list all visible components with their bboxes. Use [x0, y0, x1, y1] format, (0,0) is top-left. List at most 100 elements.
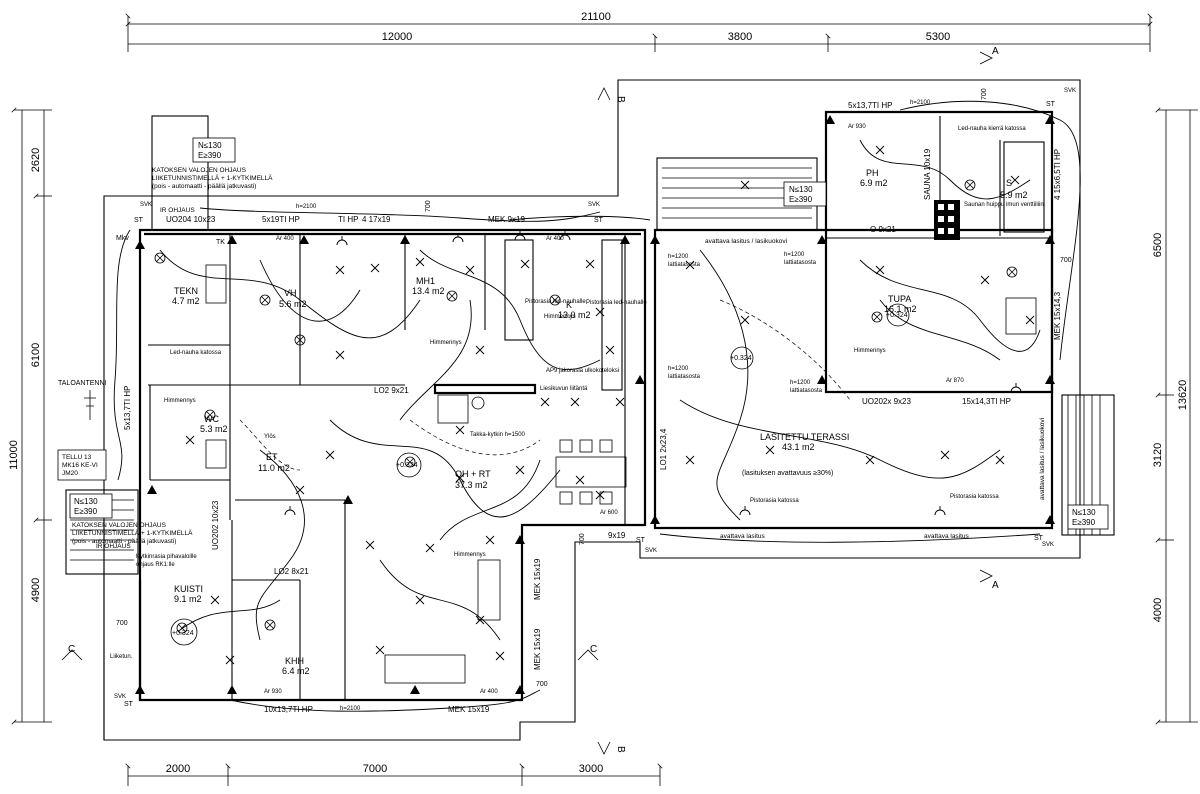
glazing-label: avattava lasitus / lasikuokovi	[705, 238, 787, 245]
height-label: h=2100	[910, 100, 931, 106]
window-label: MEK 9x19	[488, 215, 525, 224]
room-name-khh: KHH	[285, 656, 304, 666]
junction-box-label: AP9 jakorasia ulkokoteloksi	[546, 368, 619, 374]
note-text: LIIKETUNNISTIMELLÄ + 1-KYTKIMELLÄ	[72, 529, 193, 537]
room-name-mh1: MH1	[416, 276, 435, 286]
room-area-vh: 5.6 m2	[279, 299, 307, 309]
st-label: ST	[134, 217, 144, 224]
energy-box-1: N≤130 E≥390	[192, 137, 236, 163]
room-name-wc: WC	[204, 414, 219, 424]
door-width-label: Ar 600	[600, 510, 618, 516]
door-width-label: Ar 870	[946, 378, 964, 384]
fireplace-switch-label: Takka-kytkin h=1500	[470, 432, 526, 438]
room-labels: MH1 13.4 m2 K 13.0 m2 VH 5.6 m2 TEKN 4.7…	[172, 168, 1028, 676]
right-dimensions: 13620 6500 3120 4000	[1152, 107, 1198, 725]
room-name-oh-rt: OH + RT	[455, 469, 491, 479]
room-area-wc: 5.3 m2	[200, 424, 228, 434]
carport-light-note-2: KATOKSEN VALOJEN OHJAUS LIIKETUNNISTIMEL…	[72, 522, 193, 545]
room-name-k: K	[566, 300, 572, 310]
note-text: KATOKSEN VALOJEN OHJAUS	[152, 167, 247, 174]
dim-left-total: 11000	[8, 440, 20, 470]
energy-ns-1: N≤130	[198, 141, 222, 150]
energy-es-4: E≥390	[1072, 518, 1096, 527]
section-mark-b-bottom: B	[615, 746, 626, 753]
door-width-label: Ar 930	[848, 124, 866, 130]
distance-label: 700	[116, 620, 128, 627]
window-label: UO202 10x23	[211, 500, 220, 550]
height-label: h=1200	[784, 252, 805, 258]
roof-outline	[103, 79, 1081, 741]
window-label: 5x19TI HP	[262, 215, 300, 224]
socket-label: Pistorasia led-nauhalle	[525, 299, 586, 305]
section-mark-a-top: A	[992, 46, 999, 57]
sauna-vent-label: Saunan huippu imun venttiiliin	[964, 202, 1044, 208]
dim-top-seg-1: 12000	[382, 31, 413, 43]
room-name-vh: VH	[284, 288, 297, 298]
room-area-tupa: 16.1 m2	[884, 304, 917, 314]
window-label: 9x19	[608, 531, 626, 540]
tellu-line-3: JM20	[62, 470, 78, 477]
floor-level-label: lattiatasosta	[668, 262, 701, 268]
annotations: IR OHJAUS IR OHJAUS avattava lasitus / l…	[96, 88, 1076, 712]
window-label: MEK 15x19	[533, 628, 542, 670]
tellu-line-2: MK16 KE-VI	[62, 462, 98, 469]
note-text: (pois - automaatti - päällä jatkuvasti)	[72, 538, 176, 545]
window-label: MEK 15x19	[448, 705, 490, 714]
antenna-label: TALOANTENNI	[58, 380, 107, 387]
socket-label: Pistorasia katossa	[750, 498, 799, 504]
section-mark-b-top: B	[615, 96, 626, 103]
window-label: LO2 9x21	[374, 386, 409, 395]
motion-sensor-label: Liiketun.	[110, 654, 133, 660]
glazing-label: avattava lasitus / lasikuokovi	[1039, 418, 1046, 500]
main-building-walls	[138, 115, 647, 702]
ir-control-label: IR OHJAUS	[96, 543, 131, 550]
room-name-tekn: TEKN	[174, 286, 198, 296]
window-label: TI HP	[338, 215, 358, 224]
room-area-tekn: 4.7 m2	[172, 296, 200, 306]
dim-top-seg-2: 3800	[728, 31, 752, 43]
dim-top-total: 21100	[581, 11, 611, 23]
floor-level-label: lattiatasosta	[784, 260, 817, 266]
room-area-terassi: 43.1 m2	[782, 442, 815, 452]
room-area-oh-rt: 37.3 m2	[455, 480, 488, 490]
dim-left-seg-3: 4900	[30, 578, 42, 602]
sauna-wing-walls	[824, 110, 1054, 394]
section-mark-c-right: C	[590, 644, 597, 655]
dim-bottom-seg-3: 3000	[579, 763, 603, 775]
room-area-mh1: 13.4 m2	[412, 286, 445, 296]
energy-box-3: N≤130 E≥390	[69, 493, 113, 519]
ir-control-label: IR OHJAUS	[160, 207, 195, 214]
carport-light-note-1: KATOKSEN VALOJEN OHJAUS LIIKETUNNISTIMEL…	[152, 167, 273, 190]
socket-label: Pistorasia led-nauhalle	[586, 300, 647, 306]
left-dimensions: 11000 2620 6100 4900	[8, 107, 52, 725]
note-text: (pois - automaatti - päällä jatkuvasti)	[152, 183, 256, 190]
room-name-terassi: LASITETTU TERASSI	[760, 432, 849, 442]
energy-es-3: E≥390	[74, 507, 98, 516]
section-mark-c-left: C	[68, 644, 75, 655]
height-label: h=1200	[668, 254, 689, 260]
window-label: MEK 15x14,3	[1053, 291, 1062, 340]
dim-bottom-seg-1: 2000	[166, 763, 190, 775]
energy-es-1: E≥390	[198, 151, 222, 160]
window-label: 4 15x6,5TI HP	[1053, 149, 1062, 200]
window-label: 4 17x19	[362, 215, 391, 224]
energy-ns-4: N≤130	[1072, 508, 1096, 517]
st-label: ST	[124, 701, 134, 708]
dimmer-label: Himmennys	[430, 340, 462, 346]
distance-label: 700	[536, 681, 548, 688]
section-marks: A A B B C C	[61, 46, 999, 755]
dim-right-seg-2: 3120	[1152, 443, 1164, 467]
window-label: UO204 10x23	[166, 215, 216, 224]
energy-ns-3: N≤130	[74, 497, 98, 506]
room-name-s: S	[1006, 178, 1012, 188]
distance-label: 700	[981, 88, 988, 100]
bottom-dimensions: 2000 7000 3000	[125, 763, 663, 786]
glazing-label: avattava lasitus	[720, 533, 766, 540]
section-mark-a-bottom: A	[992, 580, 999, 591]
window-label: LO2 8x21	[274, 567, 309, 576]
room-name-kuisti: KUISTI	[174, 584, 203, 594]
svk-label: SVK	[645, 548, 657, 554]
distance-label: 700	[579, 533, 586, 545]
svk-label: SVK	[114, 694, 126, 700]
